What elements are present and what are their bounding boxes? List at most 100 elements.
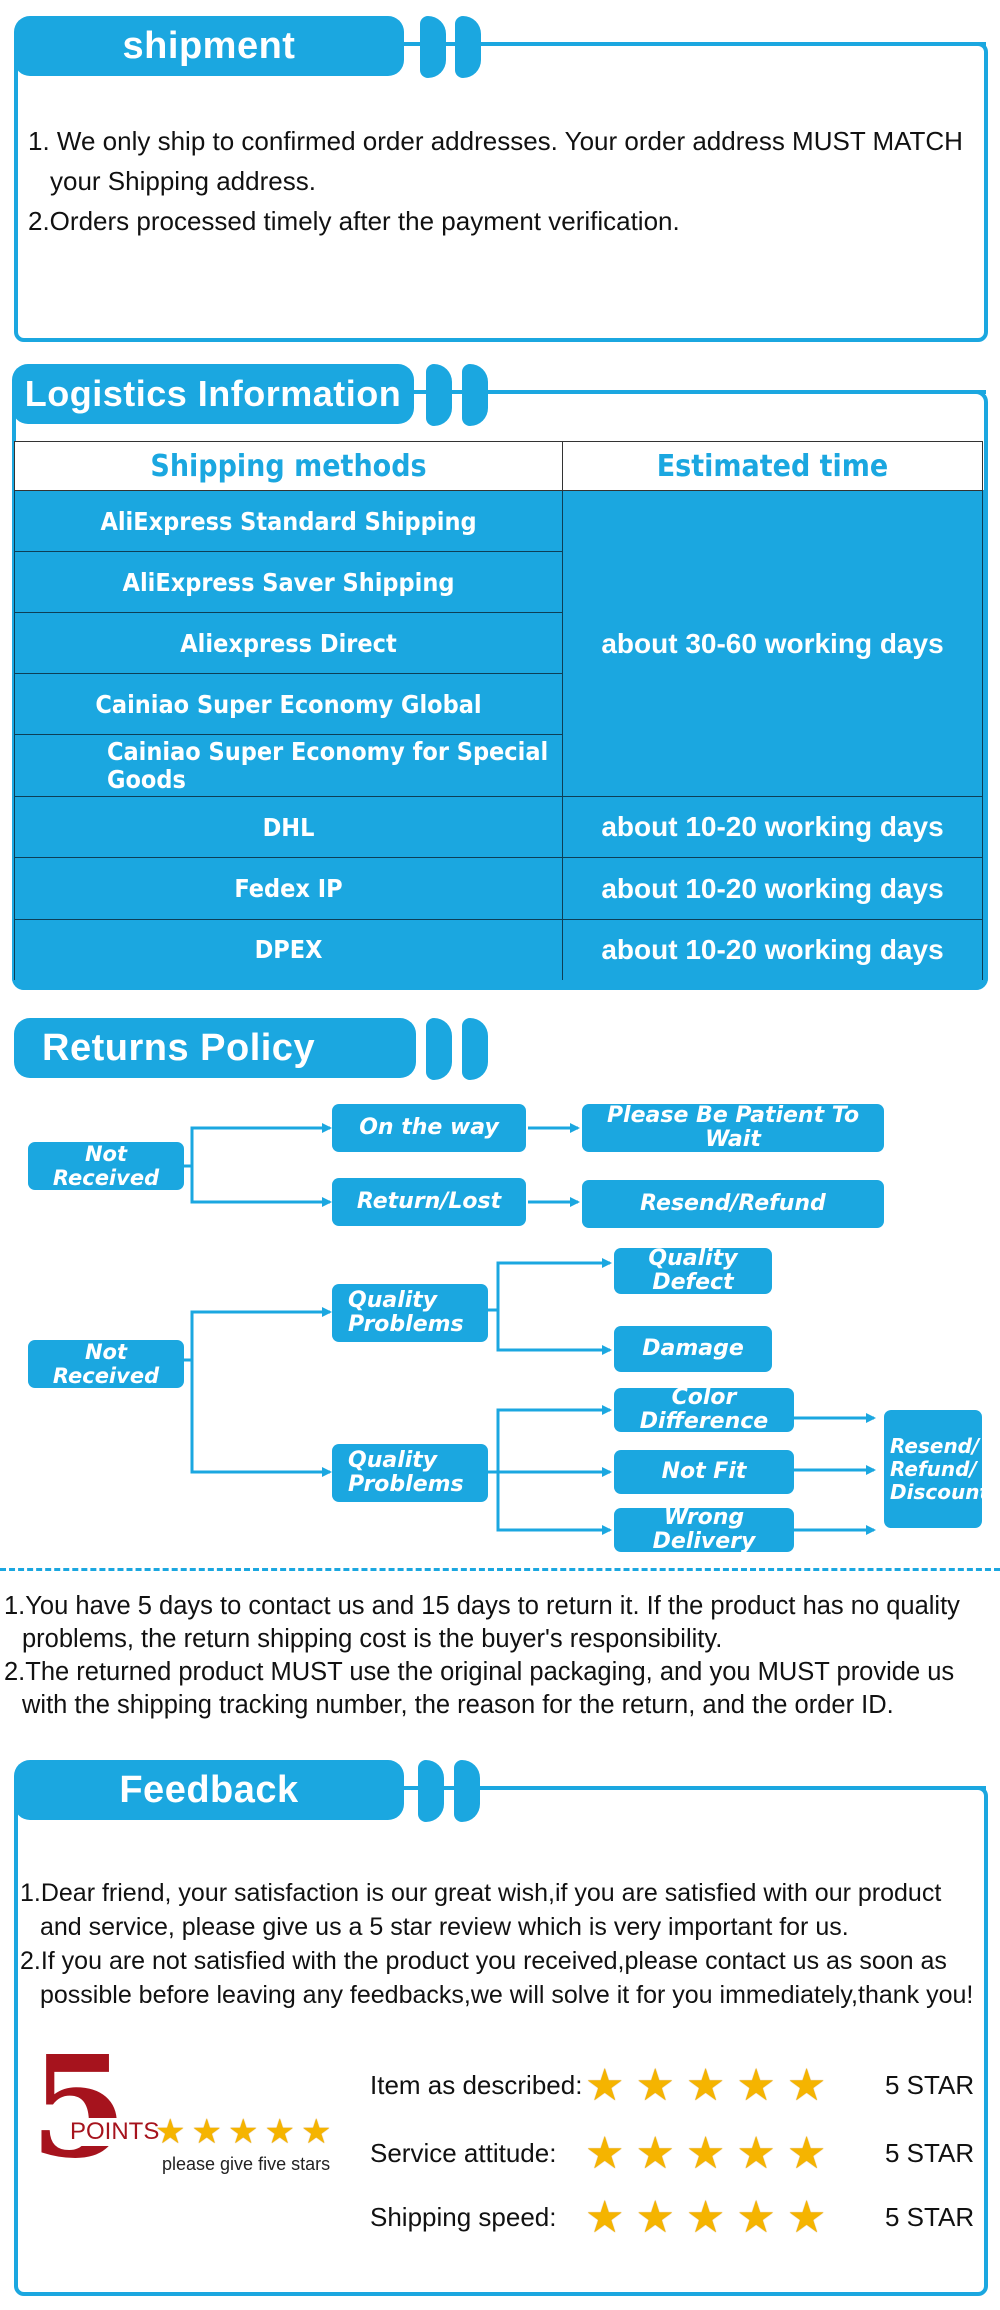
feedback-line-1: 1.Dear friend, your satisfaction is our …: [20, 1879, 942, 1907]
shipment-line-3: 2.Orders processed timely after the paym…: [28, 206, 680, 236]
flow2-quality-problems-b: Quality Problems: [332, 1444, 488, 1502]
time-cell: about 10-20 working days: [562, 796, 983, 858]
star-icon: ★: [155, 2113, 186, 2151]
feedback-line-4: possible before leaving any feedbacks,we…: [40, 1981, 974, 2009]
flow2-quality-defect: Quality Defect: [614, 1247, 772, 1295]
rating-row-service-attitude: Service attitude: ★ ★ ★ ★ ★ 5 STAR: [370, 2128, 974, 2178]
shipment-header-line: [500, 42, 986, 46]
badge-word: POINTS: [68, 2118, 162, 2146]
returns-title: Returns Policy: [14, 1018, 416, 1078]
logistics-title-pill-1: [426, 364, 452, 426]
rating-label: Service attitude:: [370, 2137, 557, 2168]
header-estimated-time: Estimated time: [562, 441, 983, 491]
feedback-text: 1.Dear friend, your satisfaction is our …: [20, 1876, 990, 2012]
star-icon: ★: [264, 2113, 295, 2151]
star-icon: ★: [685, 2060, 726, 2110]
method-cell: DPEX: [14, 919, 563, 980]
table-row: Fedex IP about 10-20 working days: [14, 857, 983, 920]
flow1-patient-wait: Please Be Patient To Wait: [582, 1104, 884, 1152]
flow1-on-the-way: On the way: [332, 1104, 526, 1152]
method-cell: Cainiao Super Economy Global: [14, 673, 563, 735]
star-icon: ★: [227, 2113, 259, 2151]
star-icon: ★: [685, 2192, 726, 2242]
shipment-line-1: 1. We only ship to confirmed order addre…: [28, 126, 963, 156]
time-cell: about 10-20 working days: [562, 857, 983, 920]
feedback-title-pill-1: [418, 1760, 444, 1822]
rating-row-shipping-speed: Shipping speed: ★ ★ ★ ★ ★ 5 STAR: [370, 2192, 974, 2242]
flow2-damage: Damage: [614, 1326, 772, 1372]
shipment-title-pill-2: [455, 16, 481, 78]
flow2-quality-problems-a: Quality Problems: [332, 1284, 488, 1342]
rating-stars: ★ ★ ★ ★ ★: [585, 2060, 875, 2111]
method-cell: AliExpress Saver Shipping: [14, 551, 563, 613]
table-row: Cainiao Super Economy Global: [14, 673, 983, 735]
table-row: Cainiao Super Economy for Special Goods: [14, 734, 983, 797]
shipment-text: 1. We only ship to confirmed order addre…: [28, 122, 978, 240]
rating-label: Item as described:: [370, 2069, 583, 2100]
flow1-return-lost: Return/Lost: [332, 1178, 526, 1226]
table-row: AliExpress Standard Shipping about 30-60…: [14, 490, 983, 797]
star-icon: ★: [736, 2060, 776, 2110]
logistics-table: Shipping methods Estimated time AliExpre…: [14, 441, 983, 980]
flow2-color-difference: Color Difference: [614, 1386, 794, 1434]
five-points-badge: 5 POINTS ★ ★ ★ ★ ★ please give five star…: [30, 2038, 360, 2180]
feedback-title-pill-2: [454, 1760, 480, 1822]
feedback-header-line: [500, 1786, 986, 1790]
rating-stars: ★ ★ ★ ★ ★: [585, 2192, 875, 2243]
star-icon: ★: [300, 2113, 332, 2151]
badge-number: 5: [30, 2026, 127, 2190]
flow2-not-received: Not Received: [28, 1340, 184, 1388]
method-cell: AliExpress Standard Shipping: [14, 490, 563, 552]
returns-note-1: 1.You have 5 days to contact us and 15 d…: [4, 1592, 960, 1620]
flow2-wrong-delivery: Wrong Delivery: [614, 1506, 794, 1554]
rating-value: 5 STAR: [885, 2137, 975, 2168]
logistics-table-header: Shipping methods Estimated time: [14, 441, 983, 491]
shipment-title-pill-1: [420, 16, 446, 78]
feedback-line-3: 2.If you are not satisfied with the prod…: [20, 1947, 947, 1975]
logistics-title-pill-2: [462, 364, 488, 426]
returns-notes: 1.You have 5 days to contact us and 15 d…: [4, 1590, 998, 1722]
star-icon: ★: [635, 2060, 675, 2110]
time-cell: about 30-60 working days: [562, 490, 983, 797]
star-icon: ★: [786, 2060, 827, 2110]
method-cell: Cainiao Super Economy for Special Goods: [14, 734, 563, 797]
time-cell: about 10-20 working days: [562, 919, 983, 980]
star-icon: ★: [191, 2113, 222, 2151]
header-shipping-methods: Shipping methods: [14, 441, 563, 491]
shipment-line-2: your Shipping address.: [50, 166, 316, 196]
method-cell: Aliexpress Direct: [14, 612, 563, 674]
returns-dashed-divider: [0, 1568, 1000, 1571]
star-icon: ★: [786, 2192, 827, 2242]
star-icon: ★: [685, 2128, 726, 2178]
logistics-title: Logistics Information: [12, 364, 414, 424]
star-icon: ★: [736, 2128, 776, 2178]
table-row: Aliexpress Direct: [14, 612, 983, 674]
table-row: DPEX about 10-20 working days: [14, 919, 983, 980]
returns-note-2: problems, the return shipping cost is th…: [22, 1625, 723, 1653]
star-icon: ★: [635, 2192, 675, 2242]
rating-value: 5 STAR: [885, 2069, 975, 2100]
shipment-title: shipment: [14, 16, 404, 76]
logistics-header-line: [500, 390, 986, 394]
rating-label: Shipping speed:: [370, 2201, 557, 2232]
returns-title-pill-2: [462, 1018, 488, 1080]
rating-value: 5 STAR: [885, 2201, 975, 2232]
flow2-resend-refund-discount: Resend/ Refund/ Discount: [884, 1410, 989, 1528]
star-icon: ★: [585, 2128, 625, 2178]
star-icon: ★: [585, 2192, 625, 2242]
badge-stars: ★ ★ ★ ★ ★: [155, 2112, 331, 2152]
method-cell: Fedex IP: [14, 857, 563, 920]
star-icon: ★: [736, 2192, 776, 2242]
flow1-not-received: Not Received: [28, 1142, 184, 1190]
star-icon: ★: [786, 2128, 827, 2178]
table-row: AliExpress Saver Shipping: [14, 551, 983, 613]
feedback-line-2: and service, please give us a 5 star rev…: [40, 1913, 849, 1941]
returns-note-3: 2.The returned product MUST use the orig…: [4, 1658, 955, 1686]
badge-caption: please give five stars: [162, 2154, 331, 2174]
returns-note-4: with the shipping tracking number, the r…: [22, 1691, 894, 1719]
rating-stars: ★ ★ ★ ★ ★: [585, 2128, 875, 2179]
flow1-resend-refund: Resend/Refund: [582, 1180, 884, 1228]
star-icon: ★: [585, 2060, 625, 2110]
returns-title-pill-1: [426, 1018, 452, 1080]
rating-row-item-as-described: Item as described: ★ ★ ★ ★ ★ 5 STAR: [370, 2060, 974, 2110]
